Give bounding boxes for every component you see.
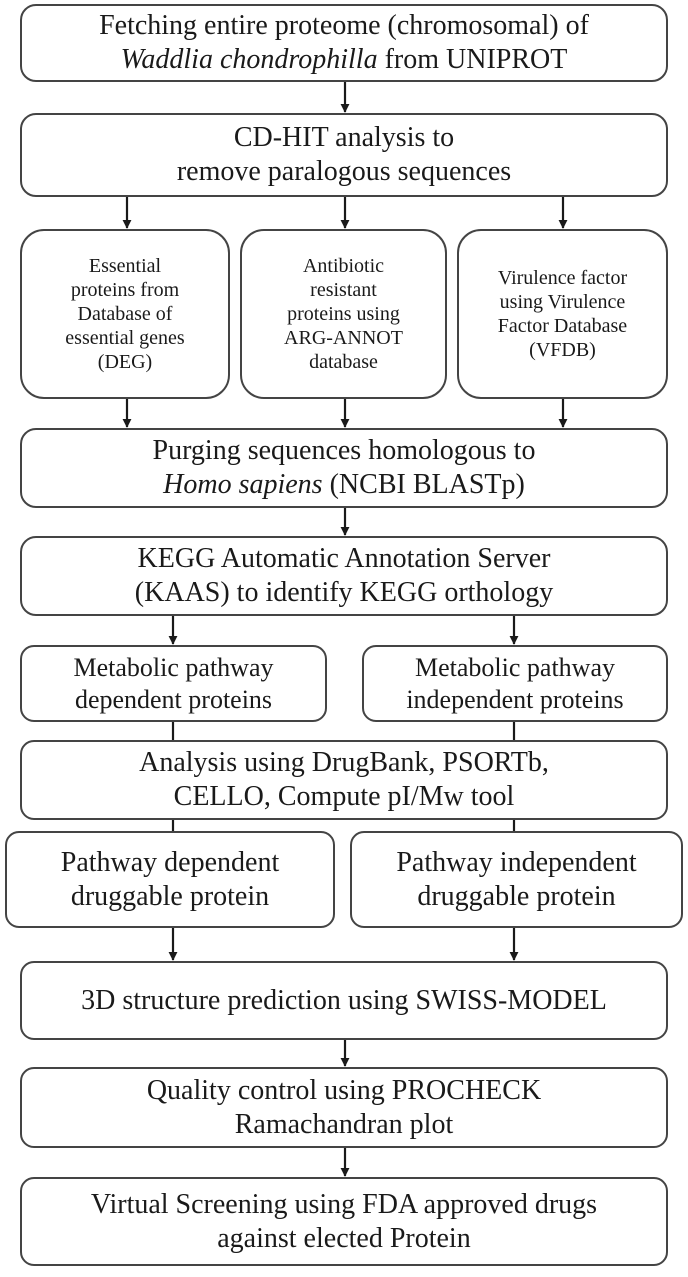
purge-line2: Homo sapiens (NCBI BLASTp) (153, 468, 536, 502)
deg-line: Database of (77, 303, 173, 325)
fetch-line2-rest: from UNIPROT (377, 44, 568, 75)
pathway-independent-druggable-box: Pathway independent druggable protein (350, 831, 683, 928)
kaas-line1: KEGG Automatic Annotation Server (137, 543, 551, 575)
deg-line: Essential (88, 255, 162, 277)
arg-annot-box: Antibiotic resistant proteins using ARG-… (240, 229, 447, 399)
deg-line: essential genes (65, 327, 185, 349)
kaas-box: KEGG Automatic Annotation Server (KAAS) … (20, 536, 668, 616)
organism-name: Waddlia chondrophilla (120, 44, 378, 75)
purge-line1: Purging sequences homologous to (152, 435, 536, 467)
arg-line: resistant (310, 279, 377, 301)
swiss-model-box: 3D structure prediction using SWISS-MODE… (20, 961, 668, 1040)
pathdep-line1: Pathway dependent (60, 846, 280, 878)
vfdb-line: Virulence factor (497, 267, 628, 289)
vfdb-line: Factor Database (497, 315, 628, 337)
fetch-line1: Fetching entire proteome (chromosomal) o… (99, 10, 589, 42)
pathway-dependent-druggable-box: Pathway dependent druggable protein (5, 831, 335, 928)
fetch-proteome-box: Fetching entire proteome (chromosomal) o… (20, 4, 668, 82)
analysis-line2: CELLO, Compute pI/Mw tool (173, 781, 515, 812)
pathdep-line2: druggable protein (70, 880, 270, 912)
pathindep-line1: Pathway independent (396, 846, 637, 878)
cdhit-line1: CD-HIT analysis to (233, 122, 455, 154)
metindep-line1: Metabolic pathway (415, 653, 615, 683)
quality-line2: Ramachandran plot (234, 1108, 454, 1140)
cdhit-line2: remove paralogous sequences (176, 156, 512, 187)
fetch-line2: Waddlia chondrophilla from UNIPROT (99, 43, 589, 77)
swiss-line1: 3D structure prediction using SWISS-MODE… (81, 984, 607, 1016)
purge-homologous-box: Purging sequences homologous to Homo sap… (20, 428, 668, 508)
quality-control-box: Quality control using PROCHECK Ramachand… (20, 1067, 668, 1148)
analysis-line1: Analysis using DrugBank, PSORTb, (139, 747, 549, 779)
arg-line: database (309, 351, 378, 373)
deg-line: proteins from (70, 279, 180, 301)
pathindep-line2: druggable protein (417, 880, 616, 912)
cdhit-box: CD-HIT analysis to remove paralogous seq… (20, 113, 668, 197)
vs-line1: Virtual Screening using FDA approved dru… (90, 1188, 598, 1220)
metdep-line1: Metabolic pathway (73, 653, 274, 683)
kaas-line2: (KAAS) to identify KEGG orthology (134, 577, 554, 608)
virtual-screening-box: Virtual Screening using FDA approved dru… (20, 1177, 668, 1266)
metabolic-independent-box: Metabolic pathway independent proteins (362, 645, 668, 722)
deg-box: Essential proteins from Database of esse… (20, 229, 230, 399)
vs-line2: against elected Protein (217, 1222, 471, 1254)
purge-line2-rest: (NCBI BLASTp) (322, 469, 525, 500)
quality-line1: Quality control using PROCHECK (146, 1074, 542, 1106)
metabolic-dependent-box: Metabolic pathway dependent proteins (20, 645, 327, 722)
host-name: Homo sapiens (163, 469, 323, 500)
arg-line: proteins using (287, 303, 400, 325)
arg-line: Antibiotic (302, 255, 385, 277)
metindep-line2: independent proteins (406, 684, 624, 714)
deg-line: (DEG) (97, 351, 153, 373)
vfdb-box: Virulence factor using Virulence Factor … (457, 229, 668, 399)
analysis-box: Analysis using DrugBank, PSORTb, CELLO, … (20, 740, 668, 820)
metdep-line2: dependent proteins (74, 684, 273, 714)
arg-line: ARG-ANNOT (284, 327, 403, 349)
vfdb-line: (VFDB) (529, 339, 596, 361)
vfdb-line: using Virulence (499, 291, 626, 313)
